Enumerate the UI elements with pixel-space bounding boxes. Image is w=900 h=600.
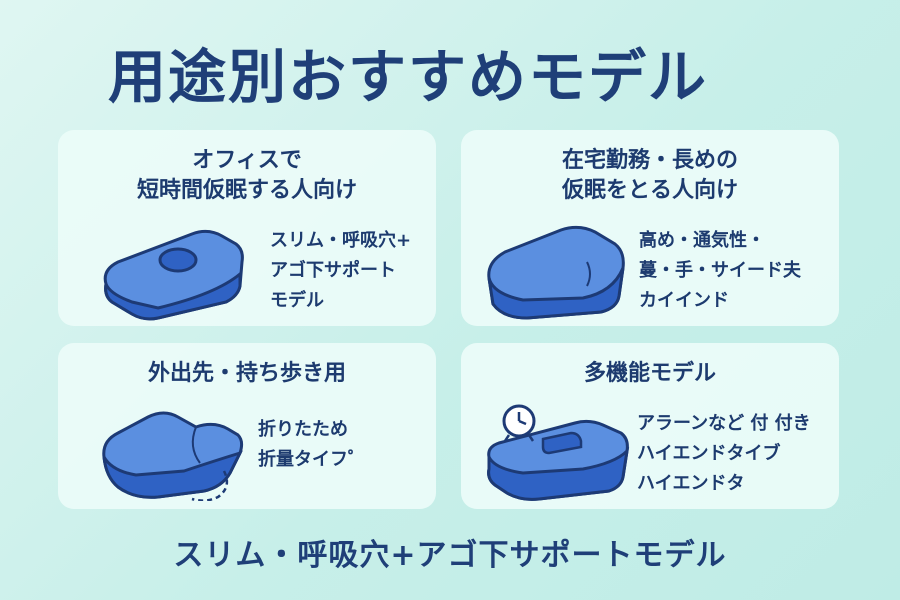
card-heading-line: 短時間仮眠する人向け [136,178,357,203]
card-office-nap: オフィスで 短時間仮眠する人向け スリム・呼吸穴+ アゴ下サポート モデル [58,130,436,326]
card-desc-line: 高め・通気性・ [639,230,765,251]
card-home-long-nap: 在宅勤務・長めの 仮眠をとる人向け 高め・通気性・ 蔓・手・サイード夫 カイイン… [461,130,839,326]
card-heading-line: 多機能モデル [583,361,716,386]
card-desc-line: モデル [270,290,324,311]
pillow-with-alarm-clock-icon [487,404,630,501]
card-heading-line: 仮眠をとる人向け [561,178,738,203]
card-heading-line: 外出先・持ち歩き用 [147,361,346,386]
card-desc-line: ハイエンドタ [637,473,745,494]
card-description: 折りたため 折量タイフ゜ [258,415,366,475]
card-heading-line: 在宅勤務・長めの [561,148,738,173]
card-desc-line: カイインド [639,290,729,311]
card-desc-line: スリム・呼吸穴+ [270,230,412,251]
card-heading: 在宅勤務・長めの 仮眠をとる人向け [461,146,839,206]
card-heading-line: オフィスで [192,148,302,173]
card-heading: オフィスで 短時間仮眠する人向け [58,146,436,206]
tall-cushion-pillow-icon [487,225,625,320]
card-desc-line: アゴ下サポート [270,260,396,281]
card-heading: 多機能モデル [461,359,839,389]
card-desc-line: 蔓・手・サイード夫 [639,260,801,281]
card-multi-function: 多機能モデル アラーンなど 付 付き ハイエンドタイブ ハイエンドタ [461,343,839,509]
page-title: 用途別おすすめモデル [108,43,709,111]
card-desc-line: ハイエンドタイブ [637,443,781,464]
card-travel-portable: 外出先・持ち歩き用 折りたため 折量タイフ゜ [58,343,436,509]
slim-pillow-with-breathing-hole-icon [103,229,244,321]
card-description: スリム・呼吸穴+ アゴ下サポート モデル [270,226,411,316]
card-desc-line: 折量タイフ゜ [258,449,366,470]
card-desc-line: アラーンなど 付 付き [637,413,811,434]
card-description: アラーンなど 付 付き ハイエンドタイブ ハイエンドタ [637,409,811,499]
card-desc-line: 折りたため [258,419,348,440]
card-description: 高め・通気性・ 蔓・手・サイード夫 カイインド [639,226,801,316]
card-heading: 外出先・持ち歩き用 [58,359,436,389]
footer-recommendation: スリム・呼吸穴+アゴ下サポートモデル [173,538,727,573]
foldable-pillow-icon [102,411,244,501]
